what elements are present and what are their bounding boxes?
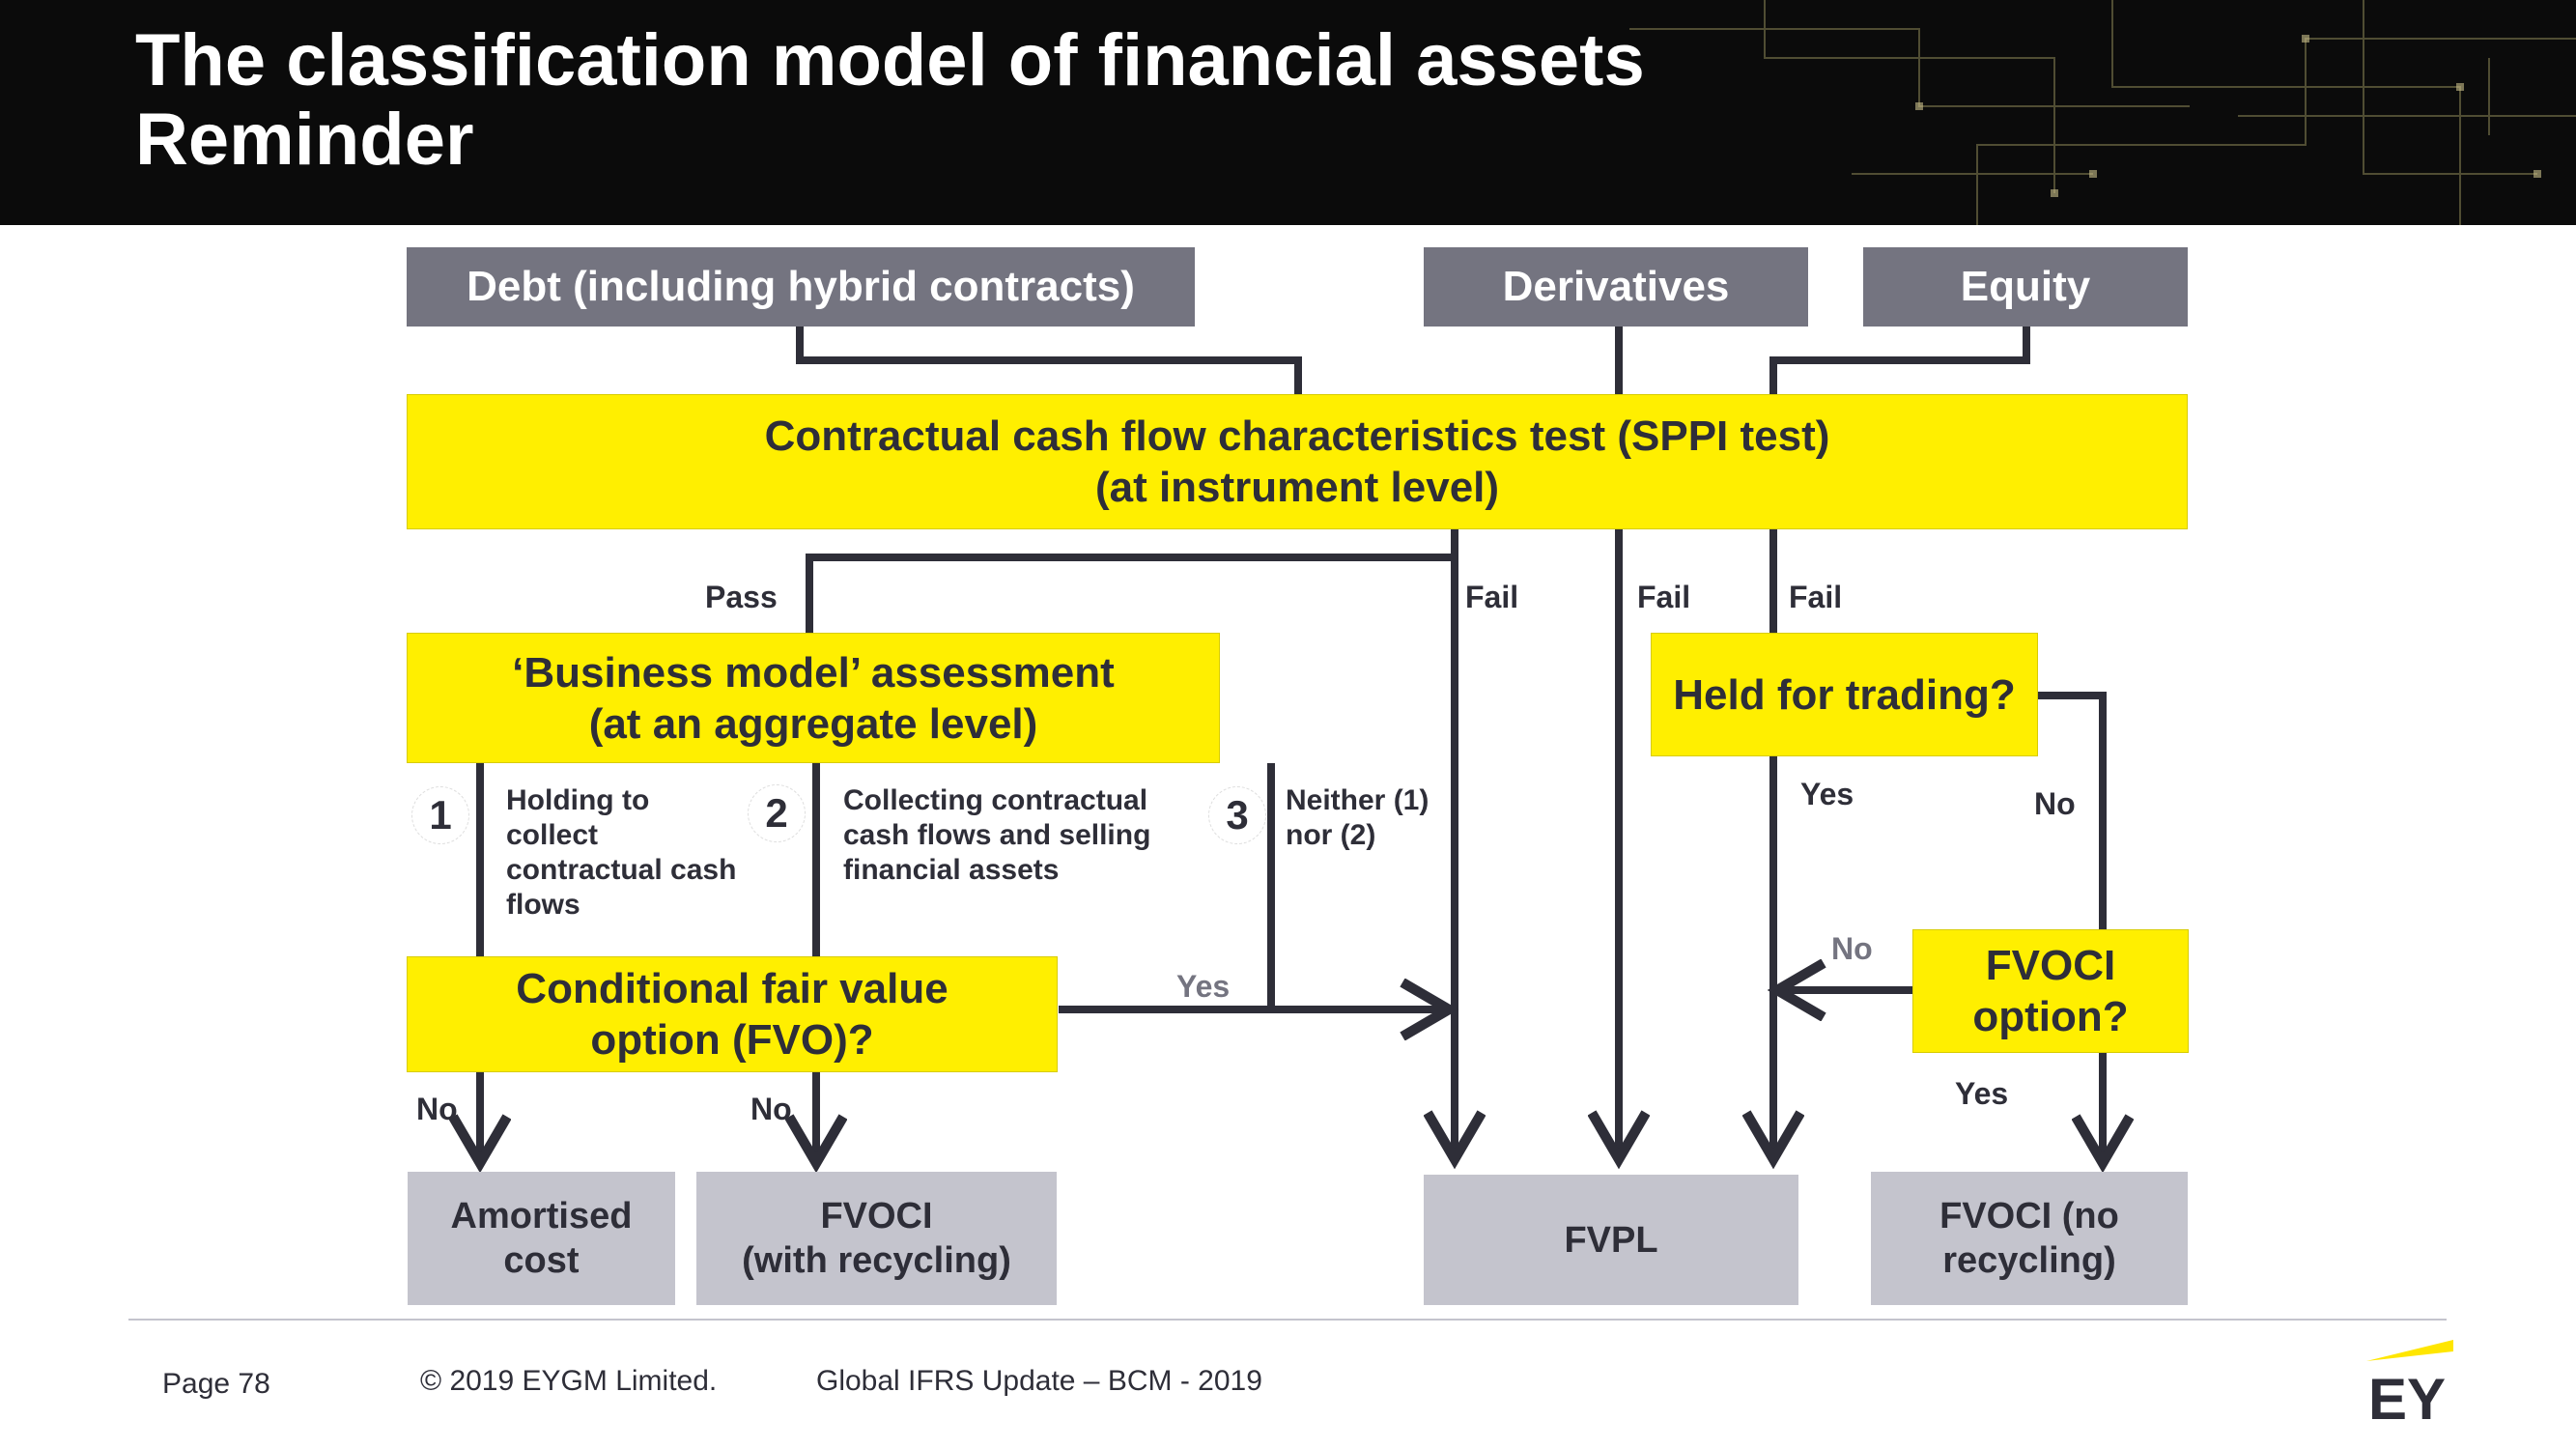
amortised-cost-box: Amortised cost [408, 1172, 675, 1305]
fail-label-derivatives: Fail [1637, 580, 1691, 614]
option-2-line: Collecting contractual [843, 784, 1148, 816]
fvo-line-2: option (FVO)? [590, 1016, 874, 1064]
ey-logo: EY [2366, 1340, 2453, 1425]
copyright: © 2019 EYGM Limited. [420, 1365, 718, 1397]
sppi-line-1: Contractual cash flow characteristics te… [764, 412, 1830, 460]
title-line-2: Reminder [135, 99, 474, 181]
fvoci-option-line-2: option? [1972, 993, 2129, 1040]
option-1-description: Holding to collect contractual cash flow… [506, 783, 736, 923]
derivatives-box: Derivatives [1424, 247, 1808, 327]
amortised-cost-line-2: cost [503, 1240, 580, 1281]
business-model-line-2: (at an aggregate level) [588, 699, 1038, 748]
hft-no-label: No [2034, 786, 2076, 821]
fvoci-option-box: FVOCI option? [1912, 929, 2189, 1053]
header-banner: The classification model of financial as… [0, 0, 2576, 225]
fvoci-no-recycling-line-1: FVOCI (no [1939, 1196, 2119, 1236]
option-1-line: contractual cash [506, 854, 737, 886]
hft-yes-label: Yes [1800, 777, 1854, 811]
fvoci-no-label: No [1831, 931, 1873, 966]
held-for-trading-box: Held for trading? [1651, 633, 2038, 756]
business-model-line-1: ‘Business model’ assessment [512, 648, 1115, 696]
debt-label: Debt (including hybrid contracts) [467, 263, 1135, 310]
option-3-description: Neither (1) nor (2) [1286, 783, 1429, 853]
sppi-pass-connector [806, 529, 1458, 633]
option-3-line: Neither (1) [1286, 784, 1430, 816]
fvpl-box: FVPL [1424, 1175, 1798, 1305]
event-name: Global IFRS Update – BCM - 2019 [816, 1365, 1262, 1397]
option-2-number: 2 [748, 784, 806, 842]
option-1-number: 1 [411, 786, 469, 844]
hft-no-connector [2038, 692, 2107, 929]
option-1-line: flows [506, 889, 580, 921]
equity-box: Equity [1863, 247, 2188, 327]
pass-label: Pass [705, 580, 778, 614]
amortised-cost-line-1: Amortised [450, 1196, 633, 1236]
sppi-test-box: Contractual cash flow characteristics te… [407, 394, 2188, 529]
fvpl-label: FVPL [1564, 1219, 1658, 1261]
fvo-no-right-label: No [750, 1092, 792, 1126]
option-2-line: financial assets [843, 854, 1060, 886]
derivatives-label: Derivatives [1502, 263, 1730, 310]
fail-label-sppi: Fail [1465, 580, 1519, 614]
title-line-1: The classification model of financial as… [135, 19, 1645, 101]
debt-box: Debt (including hybrid contracts) [407, 247, 1195, 327]
page-title: The classification model of financial as… [135, 21, 1645, 180]
option-2-line: cash flows and selling [843, 819, 1151, 851]
fvo-no-left-label: No [416, 1092, 458, 1126]
option-1-line: Holding to [506, 784, 650, 816]
held-for-trading-label: Held for trading? [1673, 670, 2016, 719]
page-number: Page 78 [162, 1368, 270, 1400]
sppi-line-2: (at instrument level) [1094, 464, 1500, 511]
fail-label-equity: Fail [1789, 580, 1843, 614]
option-1-number-text: 1 [429, 792, 452, 838]
option-2-number-text: 2 [765, 790, 788, 836]
option-1-line: collect [506, 819, 599, 851]
fvoci-recycling-line-2: (with recycling) [742, 1240, 1011, 1281]
business-model-box: ‘Business model’ assessment (at an aggre… [407, 633, 1220, 763]
option-2-description: Collecting contractual cash flows and se… [843, 783, 1150, 888]
fvo-line-1: Conditional fair value [516, 965, 948, 1012]
fvoci-yes-label: Yes [1955, 1076, 2009, 1111]
fvoci-recycling-box: FVOCI (with recycling) [696, 1172, 1057, 1305]
fvoci-no-recycling-box: FVOCI (no recycling) [1871, 1172, 2188, 1305]
option-3-number-text: 3 [1226, 792, 1249, 838]
fvoci-recycling-line-1: FVOCI [820, 1196, 933, 1236]
circuit-pattern-decoration [1629, 0, 2576, 225]
fvo-yes-label: Yes [1176, 969, 1231, 1004]
footer-divider [128, 1319, 2447, 1321]
fvo-box: Conditional fair value option (FVO)? [407, 956, 1058, 1072]
debt-to-sppi-connector [796, 327, 1302, 394]
fvoci-option-line-1: FVOCI [1985, 942, 2116, 989]
ey-logo-text: EY [2368, 1367, 2446, 1425]
fvoci-no-recycling-line-2: recycling) [1942, 1240, 2116, 1281]
option-3-number: 3 [1208, 786, 1266, 844]
equity-label: Equity [1960, 263, 2091, 310]
option-3-line: nor (2) [1286, 819, 1376, 851]
